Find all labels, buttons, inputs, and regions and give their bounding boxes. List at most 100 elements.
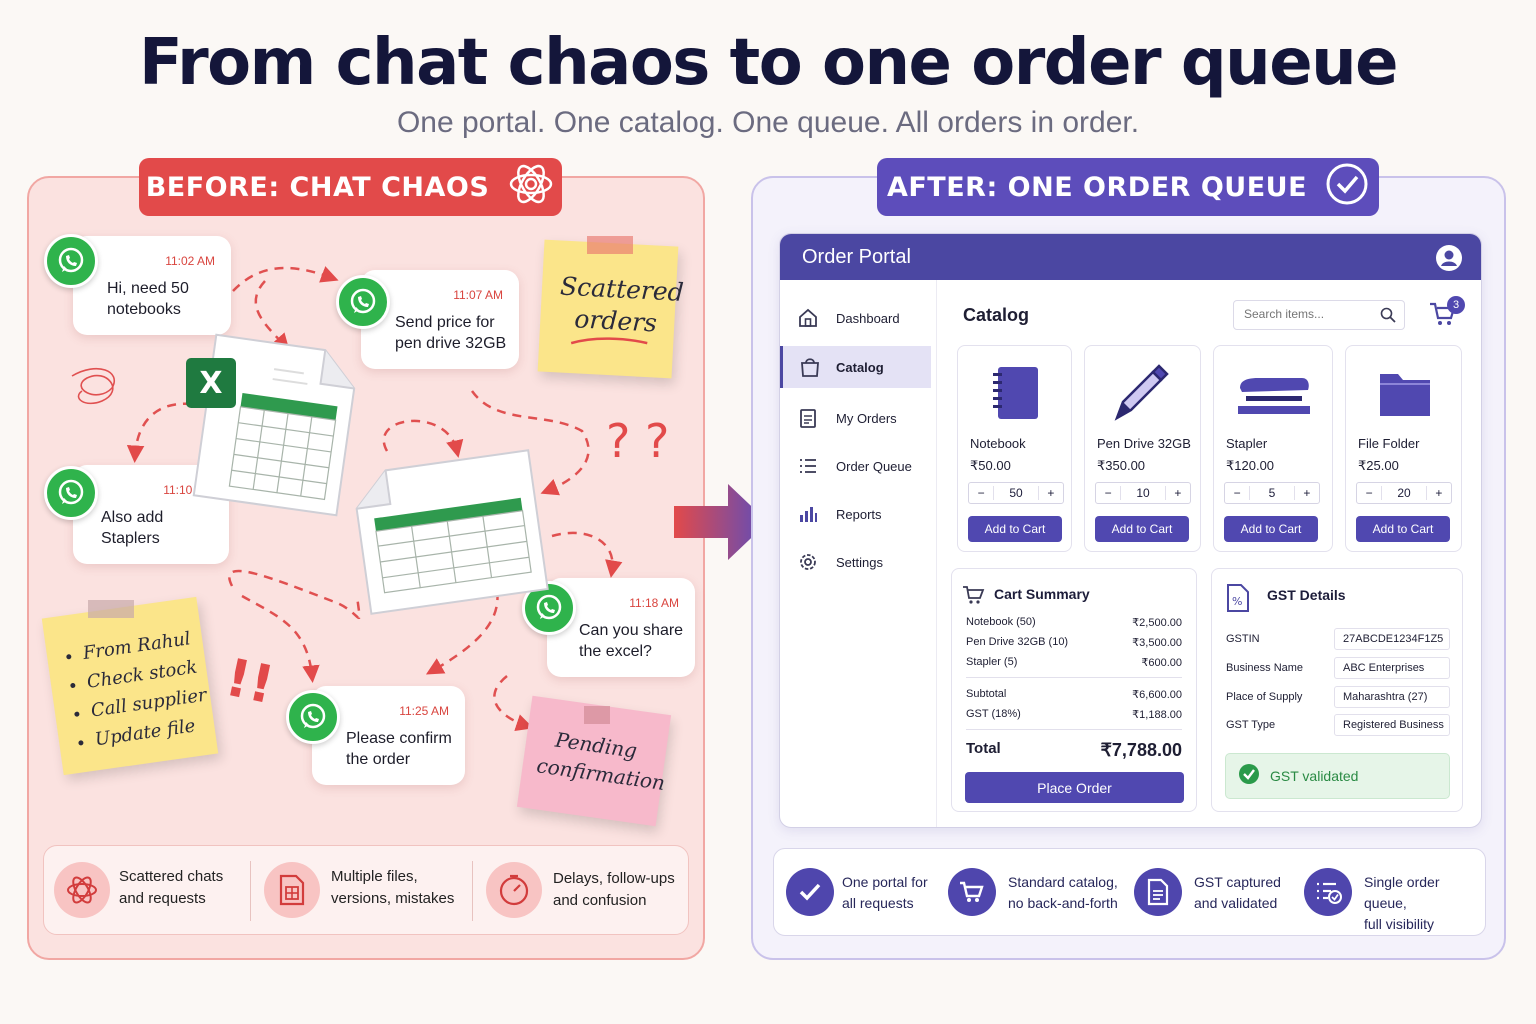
product-card-pen-drive: Pen Drive 32GB ₹350.00 −10+ Add to Cart <box>1084 345 1201 552</box>
todo-list: From Rahul Check stock Call supplier Upd… <box>65 623 212 756</box>
cart-line-item: Notebook (50)₹2,500.00 <box>966 616 1182 629</box>
quantity-value[interactable]: 20 <box>1381 486 1427 500</box>
minus-icon[interactable]: − <box>1233 486 1241 500</box>
quantity-value[interactable]: 10 <box>1120 486 1166 500</box>
whatsapp-icon <box>44 234 98 288</box>
place-order-button[interactable]: Place Order <box>965 772 1184 803</box>
portal-sidebar: Dashboard Catalog My Orders Order Queue … <box>780 280 937 827</box>
tape-icon <box>88 600 134 618</box>
chat-text: Send price for <box>395 314 495 331</box>
plus-icon[interactable]: + <box>1047 486 1055 500</box>
home-icon <box>780 307 836 329</box>
spreadsheet-icon <box>345 444 555 624</box>
gst-document-icon: % <box>1226 583 1250 618</box>
product-price: ₹25.00 <box>1358 458 1399 473</box>
sidebar-item-label: Reports <box>836 506 882 522</box>
cart-summary-title: Cart Summary <box>994 586 1090 602</box>
page-title: From chat chaos to one order queue <box>138 26 1399 100</box>
quantity-stepper[interactable]: −5 + <box>1224 482 1320 504</box>
chat-text: the order <box>346 751 411 768</box>
search-icon[interactable] <box>1380 307 1396 328</box>
tangle-icon <box>507 163 555 212</box>
footer-text: Single order queue,full visibility <box>1364 874 1440 932</box>
file-icon <box>264 862 320 918</box>
after-banner-label: AFTER: ONE ORDER QUEUE <box>886 171 1308 203</box>
plus-icon[interactable]: + <box>1303 486 1311 500</box>
gst-validated-badge: GST validated <box>1225 753 1450 799</box>
cart-count-badge: 3 <box>1447 296 1465 314</box>
sidebar-item-catalog[interactable]: Catalog <box>780 346 931 388</box>
quantity-stepper[interactable]: −50 + <box>968 482 1064 504</box>
add-to-cart-button[interactable]: Add to Cart <box>968 516 1062 542</box>
sidebar-item-label: Settings <box>836 554 883 570</box>
cart-line-item: Pen Drive 32GB (10)₹3,500.00 <box>966 636 1182 649</box>
sidebar-item-dashboard[interactable]: Dashboard <box>780 297 931 339</box>
whatsapp-icon <box>44 466 98 520</box>
chat-text: Also add <box>101 509 164 526</box>
sidebar-item-my-orders[interactable]: My Orders <box>780 397 931 439</box>
before-banner-label: BEFORE: CHAT CHAOS <box>145 171 490 203</box>
cart-line-item: Stapler (5)₹600.00 <box>966 656 1182 669</box>
chat-text: pen drive 32GB <box>395 335 507 352</box>
timer-icon <box>486 862 542 918</box>
product-name: Pen Drive 32GB <box>1097 436 1191 451</box>
chat-text: the excel? <box>579 643 652 660</box>
sidebar-item-settings[interactable]: Settings <box>780 541 931 583</box>
product-card-stapler: Stapler ₹120.00 −5+ Add to Cart <box>1213 345 1333 552</box>
add-to-cart-button[interactable]: Add to Cart <box>1095 516 1189 542</box>
check-circle-icon <box>1325 162 1369 213</box>
quantity-value[interactable]: 50 <box>993 486 1039 500</box>
chat-text: notebooks <box>107 301 181 318</box>
quantity-value[interactable]: 5 <box>1249 486 1295 500</box>
document-icon <box>1134 868 1182 916</box>
add-to-cart-button[interactable]: Add to Cart <box>1356 516 1450 542</box>
product-name: Notebook <box>970 436 1026 451</box>
minus-icon[interactable]: − <box>1365 486 1373 500</box>
quantity-stepper[interactable]: −20 + <box>1356 482 1452 504</box>
subtotal-row: Subtotal₹6,600.00 <box>966 688 1182 701</box>
transition-arrow <box>674 484 768 560</box>
plus-icon[interactable]: + <box>1435 486 1443 500</box>
order-portal-window: Order Portal Dashboard Catalog My Orders… <box>779 233 1482 828</box>
minus-icon[interactable]: − <box>1104 486 1112 500</box>
add-to-cart-button[interactable]: Add to Cart <box>1224 516 1318 542</box>
product-price: ₹120.00 <box>1226 458 1275 473</box>
sidebar-item-label: Catalog <box>836 359 884 375</box>
notebook-icon <box>990 364 1042 427</box>
excel-icon: X <box>186 358 236 408</box>
sidebar-item-order-queue[interactable]: Order Queue <box>780 445 931 487</box>
cart-icon <box>962 584 986 611</box>
product-name: File Folder <box>1358 436 1420 451</box>
bar-chart-icon <box>780 503 836 525</box>
catalog-title: Catalog <box>963 305 1030 325</box>
portal-header: Order Portal <box>780 234 1481 280</box>
quantity-stepper[interactable]: −10 + <box>1095 482 1191 504</box>
clipboard-icon <box>780 407 836 429</box>
tape-icon <box>584 706 610 724</box>
search-input[interactable] <box>1244 307 1374 321</box>
footer-text: Standard catalog,no back-and-forth <box>1008 874 1118 911</box>
plus-icon[interactable]: + <box>1174 486 1182 500</box>
user-avatar-icon[interactable] <box>1435 244 1463 278</box>
search-box[interactable] <box>1233 300 1405 330</box>
sidebar-item-label: Dashboard <box>836 310 900 326</box>
sidebar-item-reports[interactable]: Reports <box>780 493 931 535</box>
folder-icon <box>1378 368 1432 423</box>
minus-icon[interactable]: − <box>977 486 985 500</box>
gear-icon <box>780 551 836 573</box>
dashed-connectors <box>71 266 623 731</box>
svg-text:%: % <box>1232 595 1242 608</box>
